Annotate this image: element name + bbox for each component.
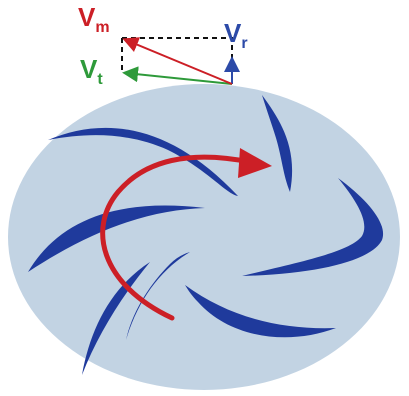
vt-vector — [122, 66, 233, 85]
blade-4 — [28, 205, 205, 272]
blade-3 — [242, 178, 384, 276]
vm-label: Vm — [78, 2, 110, 36]
blade-group — [28, 95, 384, 375]
swirl-arrowhead — [238, 148, 272, 178]
blade-6 — [185, 285, 336, 338]
swirl-arrow-icon — [100, 154, 253, 321]
vr-label: Vr — [224, 18, 248, 52]
vm-vector — [122, 37, 233, 85]
vt-label: Vt — [80, 54, 103, 88]
blade-2 — [48, 127, 238, 196]
blade-1 — [262, 95, 293, 192]
velocity-dashed-box — [121, 37, 233, 73]
